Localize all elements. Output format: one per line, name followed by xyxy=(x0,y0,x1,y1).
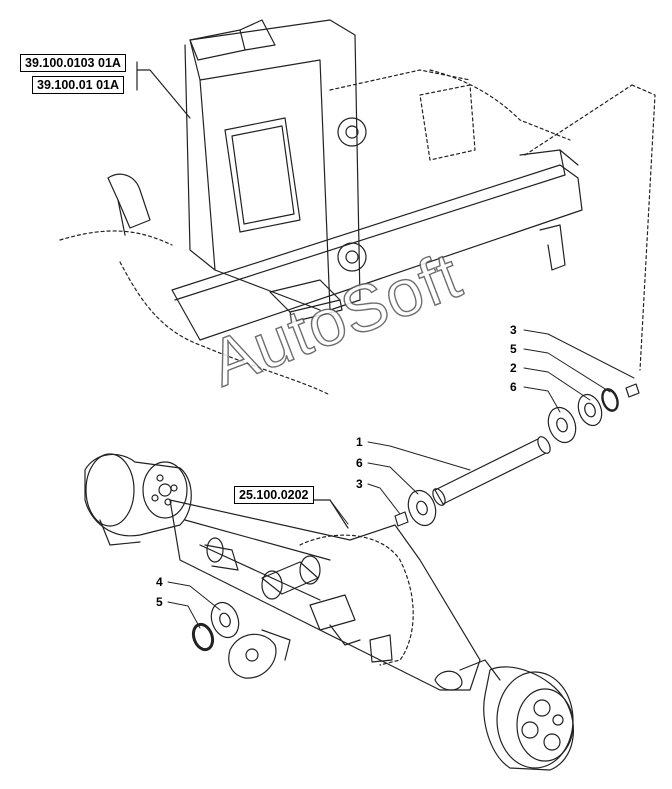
callout-3-lower: 3 xyxy=(356,477,363,491)
callout-6-upper: 6 xyxy=(510,380,517,394)
callout-leaders xyxy=(167,329,635,629)
ref-leader-frame xyxy=(136,69,191,119)
callout-1: 1 xyxy=(356,435,363,449)
ref-box-25-100-0202[interactable]: 25.100.0202 xyxy=(234,486,314,504)
pin-assembly xyxy=(191,383,640,652)
chassis-frame xyxy=(59,19,656,396)
callout-2: 2 xyxy=(510,361,517,375)
callout-5-upper: 5 xyxy=(510,342,517,356)
callout-4: 4 xyxy=(156,575,163,589)
ref-box-39-100-01[interactable]: 39.100.01 01A xyxy=(32,76,125,94)
front-axle xyxy=(84,453,574,771)
ref-box-39-100-0103[interactable]: 39.100.0103 01A xyxy=(20,54,126,72)
callout-3-upper: 3 xyxy=(510,323,517,337)
callout-5-lower: 5 xyxy=(156,595,163,609)
callout-6-lower: 6 xyxy=(356,456,363,470)
